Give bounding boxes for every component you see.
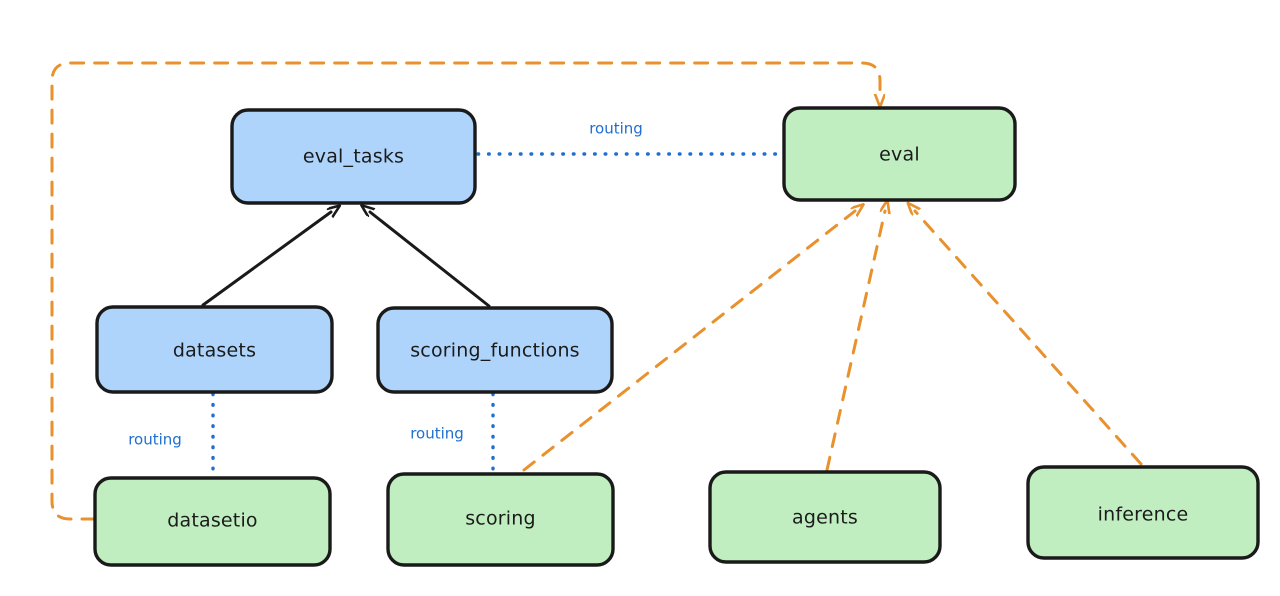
node-label-agents: agents [792,507,858,529]
edge-inference-eval [915,211,1143,466]
node-shape-datasetio [93,476,332,567]
node-label-eval_tasks: eval_tasks [303,146,404,168]
edge-label-group: routing routing routing [128,120,643,449]
node-eval_tasks[interactable]: eval_tasks [230,108,477,205]
node-inference[interactable]: inference [1026,465,1260,560]
node-shape-scoring_functions [376,306,614,394]
node-shape-eval [782,106,1017,202]
node-shape-eval_tasks [230,108,477,205]
edge-path-agents-eval [825,211,885,472]
edge-label-routing-scoring_functions-scoring: routing [410,425,464,443]
edge-path-datasets-eval_tasks [201,212,331,307]
node-group: eval_tasks eval datasets scoring_functio… [93,106,1260,567]
node-scoring[interactable]: scoring [386,472,615,567]
edge-label-routing-datasets-datasetio: routing [128,431,182,449]
edge-path-datasetio-eval [50,61,880,521]
edge-agents-eval [825,211,885,472]
edge-label-routing-eval_tasks-eval: routing [589,120,643,138]
node-label-datasetio: datasetio [167,510,258,532]
node-label-datasets: datasets [173,340,256,362]
edge-path-scoring_functions-eval_tasks [370,212,491,308]
edge-path-scoring-eval [522,211,855,472]
node-label-scoring_functions: scoring_functions [410,340,580,362]
node-shape-scoring [386,472,615,567]
node-agents[interactable]: agents [708,470,942,564]
node-scoring_functions[interactable]: scoring_functions [376,306,614,394]
node-label-scoring: scoring [465,508,536,530]
node-shape-datasets [95,305,334,394]
node-datasets[interactable]: datasets [95,305,334,394]
node-eval[interactable]: eval [782,106,1017,202]
edge-datasetio-eval [50,61,880,521]
routing-edge-group [211,152,788,480]
node-label-inference: inference [1098,504,1189,526]
node-shape-inference [1026,465,1260,560]
node-shape-agents [708,470,942,564]
edge-scoring-eval [522,211,855,472]
node-label-eval: eval [879,144,920,166]
node-datasetio[interactable]: datasetio [93,476,332,567]
edge-path-inference-eval [915,211,1143,466]
provider-edge-group [50,61,1143,521]
dependency-edge-group [201,212,491,308]
